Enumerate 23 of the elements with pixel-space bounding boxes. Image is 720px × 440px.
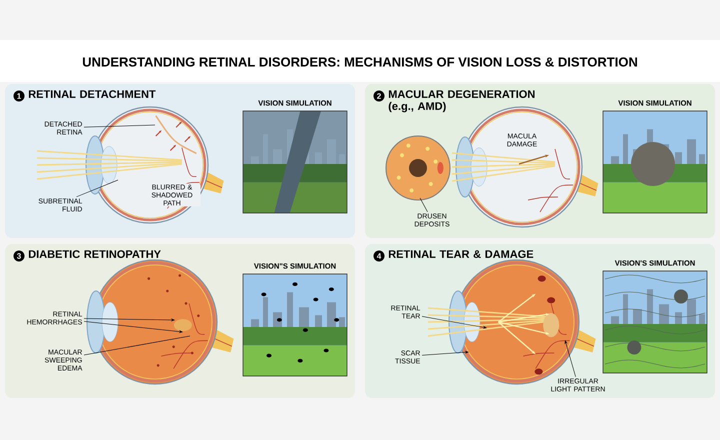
- leader-line: [84, 124, 156, 128]
- leader-line: [76, 180, 118, 198]
- panel-heading: RETINAL DETACHMENT: [28, 90, 156, 98]
- leader-line: [84, 336, 190, 356]
- eye-drawing: [86, 259, 234, 385]
- eye-drawing: [428, 259, 596, 385]
- panel-heading: DIABETIC RETINOPATHY: [28, 250, 161, 258]
- title: UNDERSTANDING RETINAL DISORDERS: MECHANISMS OF VISION LOSS & DISTORTION: [82, 57, 637, 67]
- panel-heading: RETINAL TEAR & DAMAGE: [388, 250, 534, 258]
- panel-heading: MACULAR DEGENERATION (e.g., AMD): [388, 90, 535, 112]
- leader-line: [84, 321, 183, 333]
- number-badge: 4: [374, 250, 384, 262]
- number-badge: 1: [14, 90, 24, 102]
- leader-line: [422, 351, 469, 356]
- eye-drawing: [452, 106, 598, 228]
- number-badge: 3: [14, 250, 24, 262]
- magnified-retina-drawing: [386, 136, 450, 200]
- number-badge: 2: [374, 90, 384, 102]
- eye-drawing: [36, 106, 224, 224]
- leader-line: [420, 198, 428, 212]
- leader-line: [84, 318, 175, 322]
- leader-line: [422, 316, 487, 329]
- leader-line: [564, 340, 576, 378]
